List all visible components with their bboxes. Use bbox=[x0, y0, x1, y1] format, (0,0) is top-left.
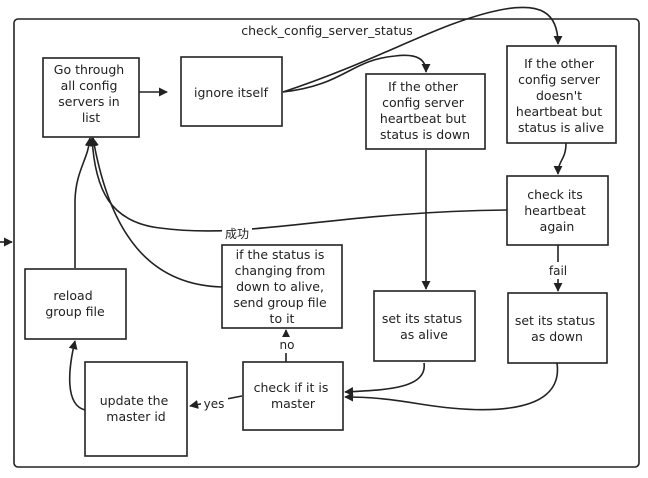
edge-reload-to-go-through bbox=[74, 137, 94, 268]
node-text-line: send group file bbox=[233, 295, 327, 310]
edge-set-alive-to-check-master bbox=[344, 362, 425, 397]
node-text-line: status is down bbox=[380, 127, 470, 142]
node-text-line: config server bbox=[518, 72, 601, 87]
node-text-line: again bbox=[540, 219, 575, 234]
svg-text:If the other config serv: If the other config server doesn't heart… bbox=[516, 56, 606, 135]
node-text-line: check its bbox=[527, 187, 582, 202]
node-reload-group-file: reload group file bbox=[24, 268, 127, 340]
node-text-line: heartbeat bbox=[524, 203, 586, 218]
node-check-master: check if it is master bbox=[242, 361, 344, 431]
node-status-changing: if the status is changing from down to a… bbox=[221, 244, 343, 329]
node-go-through: Go through all config servers in list bbox=[42, 57, 140, 138]
edge-set-down-to-check-master bbox=[344, 362, 559, 411]
fail-label: fail bbox=[549, 264, 567, 278]
node-no-heartbeat-alive: If the other config server doesn't heart… bbox=[506, 45, 617, 144]
node-text-line: changing from bbox=[235, 263, 326, 278]
node-text-line: master bbox=[271, 396, 316, 411]
node-text-line: servers in bbox=[58, 94, 119, 109]
node-heartbeat-down: If the other config server heartbeat but… bbox=[365, 73, 486, 150]
edge-label-yes: yes bbox=[201, 396, 228, 412]
node-text-line: as alive bbox=[400, 327, 448, 342]
outer-frame bbox=[13, 18, 640, 468]
svg-text:if the status is changin: if the status is changing from down to a… bbox=[233, 247, 330, 326]
node-text-line: set its status bbox=[382, 311, 462, 326]
edge-update-to-reload bbox=[68, 340, 86, 411]
node-text-line: as down bbox=[531, 329, 583, 344]
node-text-line: all config bbox=[61, 78, 118, 93]
node-text-line: ignore itself bbox=[194, 85, 269, 100]
edge-ignore-to-no-heartbeat bbox=[282, 6, 563, 93]
svg-text:update the master id: update the master id bbox=[100, 393, 173, 424]
frame-title: check_config_server_status bbox=[241, 23, 413, 38]
edge-label-success: 成功 bbox=[222, 225, 252, 242]
edge-status-changing-to-go-through bbox=[89, 137, 223, 288]
node-ignore-itself: ignore itself bbox=[180, 56, 283, 127]
node-text-line: update the bbox=[100, 393, 169, 408]
svg-text:ignore itself: ignore itself bbox=[194, 85, 269, 100]
svg-text:check its heartbeat: check its heartbeat again bbox=[524, 187, 589, 234]
node-text-line: Go through bbox=[54, 62, 124, 77]
svg-text:set its status as down: set its status as down bbox=[515, 313, 599, 344]
edge-ignore-to-heartbeat-down bbox=[282, 54, 431, 93]
node-text-line: master id bbox=[106, 409, 165, 424]
node-text-line: group file bbox=[45, 304, 105, 319]
node-update-master: update the master id bbox=[84, 361, 188, 457]
node-text-line: list bbox=[82, 110, 100, 125]
node-text-line: doesn't bbox=[536, 88, 582, 103]
node-text-line: to it bbox=[270, 311, 295, 326]
success-label: 成功 bbox=[225, 227, 249, 241]
node-text-line: heartbeat but bbox=[380, 111, 466, 126]
node-text-line: status is alive bbox=[518, 120, 604, 135]
svg-text:check if it is master: check if it is master bbox=[254, 380, 333, 411]
edge-check-to-go-through-success bbox=[87, 137, 508, 232]
no-label: no bbox=[280, 338, 295, 352]
node-text-line: set its status bbox=[515, 313, 595, 328]
node-text-line: If the other bbox=[388, 79, 459, 94]
svg-text:set its status as alive: set its status as alive bbox=[382, 311, 466, 342]
yes-label: yes bbox=[204, 397, 225, 411]
node-text-line: heartbeat but bbox=[516, 104, 602, 119]
node-text-line: check if it is bbox=[254, 380, 329, 395]
node-text-line: config server bbox=[382, 95, 465, 110]
edge-label-fail: fail bbox=[545, 262, 571, 279]
node-set-down: set its status as down bbox=[507, 292, 608, 364]
node-text-line: If the other bbox=[524, 56, 595, 71]
node-text-line: down to alive, bbox=[236, 279, 324, 294]
svg-text:reload group file: reload group file bbox=[45, 288, 105, 319]
node-text-line: if the status is bbox=[236, 247, 325, 262]
svg-text:Go through all config: Go through all config servers in list bbox=[54, 62, 128, 125]
node-set-alive: set its status as alive bbox=[373, 290, 476, 362]
edge-label-no: no bbox=[276, 337, 298, 353]
svg-text:If the other config serv: If the other config server heartbeat but… bbox=[380, 79, 470, 142]
node-text-line: reload bbox=[53, 288, 92, 303]
node-check-heartbeat: check its heartbeat again bbox=[506, 175, 609, 246]
edge-no-heartbeat-to-check bbox=[553, 142, 567, 175]
